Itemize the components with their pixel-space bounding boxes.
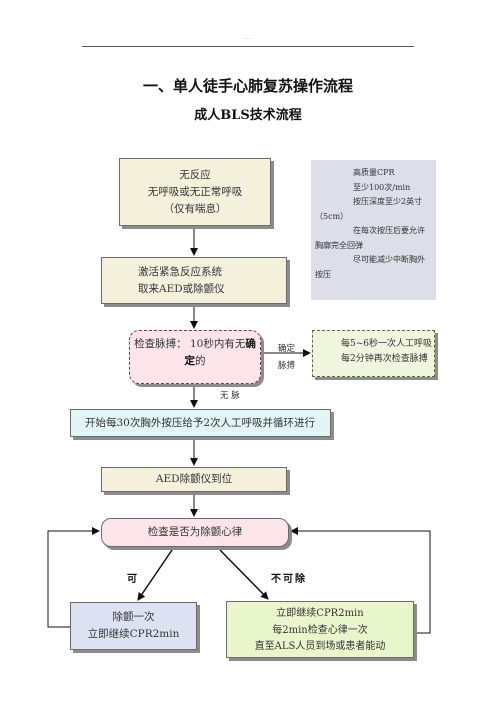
definite-pulse-label: 确定 脉搏 bbox=[278, 344, 296, 371]
cpr-line-4: 在每次按压后要允许 bbox=[353, 226, 425, 235]
page-title: 一、单人徒手心肺复苏操作流程 bbox=[142, 77, 353, 95]
unresponsive-box: 无反应 无呼吸或无正常呼吸 （仅有喘息） bbox=[119, 158, 271, 226]
unresponsive-line-3: （仅有喘息） bbox=[163, 203, 227, 215]
aed-arrival-box: AED除颤仪到位 bbox=[101, 467, 287, 492]
activate-line-2: 取来AED或除颤仪 bbox=[138, 283, 225, 295]
continue-cpr-box: 立即继续CPR2min 每2min检查心律一次 直至ALS人员到场或患者能动 bbox=[226, 601, 414, 658]
cpr-line-7: 按压 bbox=[315, 269, 331, 279]
check-pulse-emphasis: 确定 bbox=[184, 338, 256, 367]
defibrillate-line-2: 立即继续CPR2min bbox=[87, 628, 180, 640]
cpr-line-2: 按压深度至少2英寸 bbox=[353, 197, 423, 206]
arrow-rhythm-to-no-shock bbox=[219, 549, 269, 600]
arrow-rhythm-to-shock bbox=[137, 549, 173, 601]
check-pulse-line-2: 10秒内有无确定的 bbox=[184, 338, 256, 367]
cpr-heading: 高质量CPR bbox=[353, 168, 395, 177]
continue-cpr-line-2: 每2min检查心律一次 bbox=[272, 624, 368, 636]
start-cpr-box: 开始每30次胸外按压给予2次人工呼吸并循环进行 bbox=[70, 409, 331, 437]
activate-line-1: 激活紧急反应系统 bbox=[138, 266, 222, 278]
rescue-breathing-line-2: 每2分钟再次检查脉搏 bbox=[341, 354, 428, 364]
cpr-line-6: 尽可能减少中断胸外 bbox=[353, 255, 425, 264]
check-pulse-box: 检查脉搏： 10秒内有无确定的 bbox=[129, 330, 261, 384]
defibrillate-box: 除颤一次 立即继续CPR2min bbox=[70, 602, 197, 650]
not-shockable-label: 不可除 bbox=[271, 574, 307, 585]
header-dots: . . . bbox=[243, 34, 253, 41]
unresponsive-line-1: 无反应 bbox=[179, 169, 211, 181]
check-rhythm-box: 检查是否为除颤心律 bbox=[101, 518, 289, 547]
defibrillate-line-1: 除颤一次 bbox=[112, 611, 155, 623]
high-quality-cpr-panel: 高质量CPR 至少100次/min 按压深度至少2英寸 （5cm） 在每次按压后… bbox=[311, 160, 436, 300]
header-rule bbox=[82, 46, 414, 47]
page-subtitle: 成人BLS技术流程 bbox=[194, 108, 302, 123]
cpr-line-1: 至少100次/min bbox=[353, 182, 411, 192]
loop-shock-to-rhythm bbox=[47, 527, 100, 628]
unresponsive-line-2: 无呼吸或无正常呼吸 bbox=[147, 186, 243, 198]
rescue-breathing-line-1: 每5~6秒一次人工呼吸 bbox=[341, 339, 432, 349]
loop-no-shock-to-rhythm bbox=[290, 527, 431, 634]
shockable-label: 可 bbox=[127, 574, 137, 585]
continue-cpr-line-1: 立即继续CPR2min bbox=[276, 608, 364, 619]
check-pulse-line-1: 检查脉搏： bbox=[134, 338, 187, 350]
cpr-line-3: （5cm） bbox=[315, 211, 349, 221]
rescue-breathing-box: 每5~6秒一次人工呼吸 每2分钟再次检查脉搏 bbox=[312, 330, 435, 377]
activate-emergency-box: 激活紧急反应系统 取来AED或除颤仪 bbox=[101, 257, 287, 304]
no-pulse-label: 无 脉 bbox=[220, 391, 240, 401]
continue-cpr-line-3: 直至ALS人员到场或患者能动 bbox=[254, 641, 386, 652]
cpr-line-5: 胸廓完全回弹 bbox=[315, 240, 363, 250]
